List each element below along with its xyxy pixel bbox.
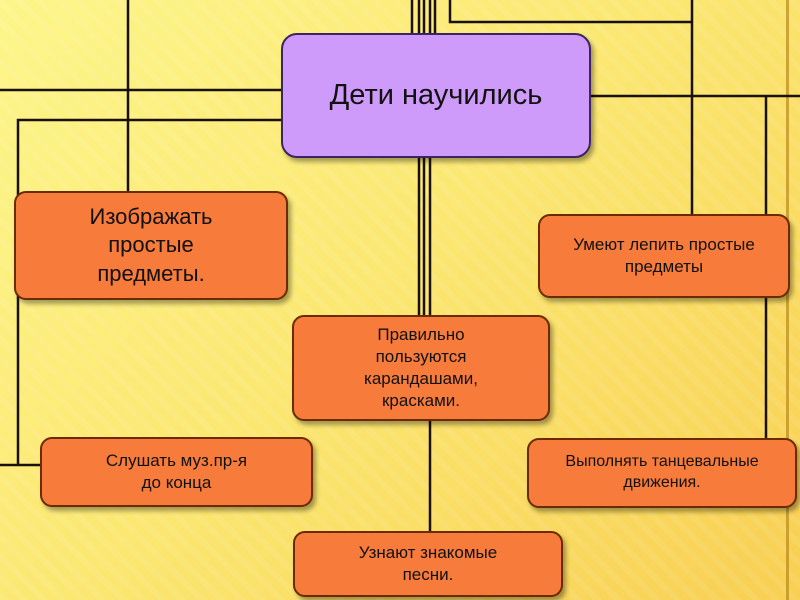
connector-trunk [410,0,437,317]
connector-sculpt [448,0,694,214]
node-sculpt-text: Умеют лепить простые предметы [573,234,755,276]
node-sculpt: Умеют лепить простые предметы [538,214,790,298]
node-songs: Узнают знакомые песни. [293,531,563,597]
node-listen: Слушать муз.пр-я до конца [40,437,313,507]
central-node-text: Дети научились [329,78,543,111]
right-frame-line [786,0,789,600]
node-pencils: Правильно пользуются карандашами, краска… [292,315,550,421]
node-draw: Изображать простые предметы. [14,191,288,300]
node-dance-text: Выполнять танцевальные движения. [565,453,759,491]
central-node: Дети научились [281,33,591,158]
node-dance: Выполнять танцевальные движения. [527,438,797,508]
connector-draw [0,0,282,193]
node-listen-text: Слушать муз.пр-я до конца [105,450,248,492]
node-songs-text: Узнают знакомые песни. [358,542,498,584]
node-pencils-text: Правильно пользуются карандашами, краска… [364,324,478,411]
connector-dance [590,94,800,440]
node-draw-text: Изображать простые предметы. [89,203,213,286]
